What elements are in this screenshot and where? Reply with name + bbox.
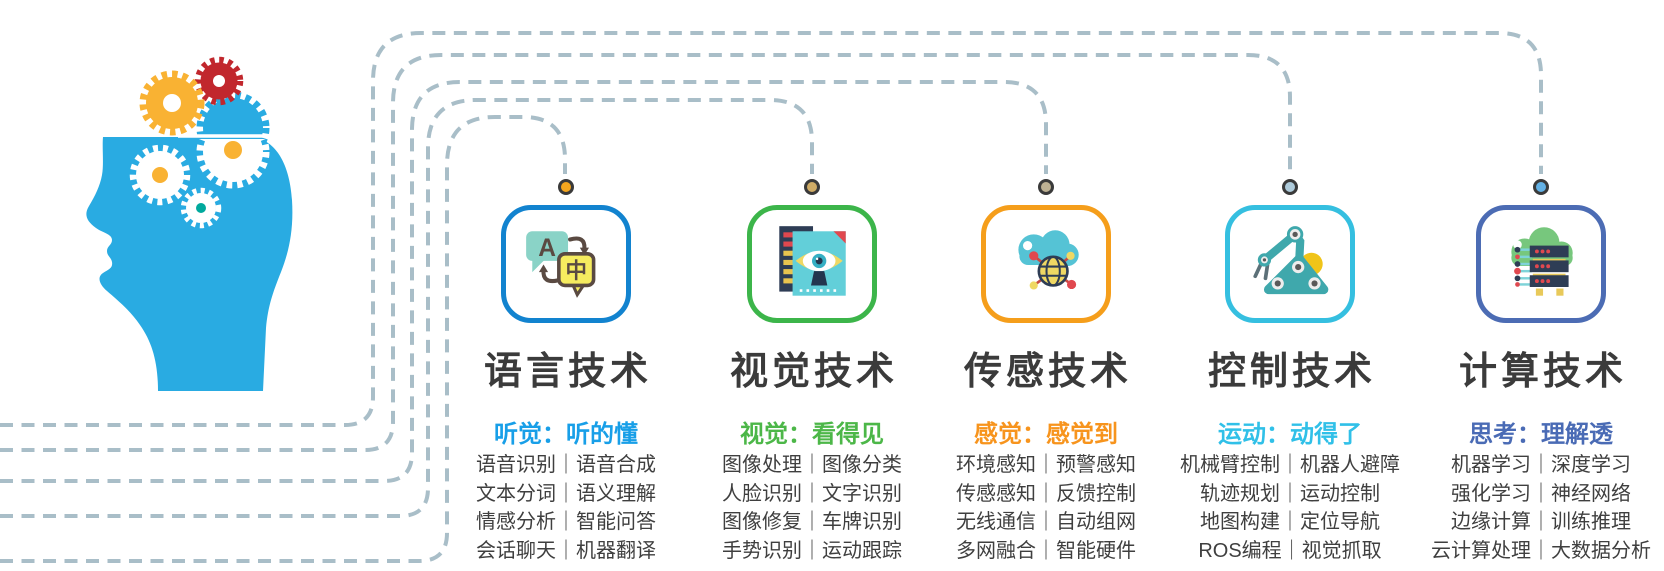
column-title: 控制技术 — [1207, 351, 1376, 393]
gear-icon — [196, 139, 270, 189]
connector-dot — [1038, 179, 1054, 195]
item-row: 边缘计算｜训练推理 — [1451, 511, 1631, 533]
item-row: 轨迹规划｜运动控制 — [1200, 482, 1380, 505]
column-title: 视觉技术 — [729, 351, 898, 393]
item-row: 人脸识别｜文字识别 — [722, 482, 902, 505]
column-items: 机器学习｜深度学习 强化学习｜神经网络 边缘计算｜训练推理 云计算处理｜大数据分… — [1421, 451, 1661, 565]
vision-icon — [779, 226, 846, 296]
cloud-server-icon — [1511, 227, 1573, 296]
column-language: A 中 语言技术 听觉：听的懂 语音识别｜语音合成 文本分词｜语义理解 情感分析… — [446, 0, 686, 571]
connector-dot — [558, 179, 574, 195]
item-row: 图像修复｜车牌识别 — [722, 511, 902, 533]
item-row: 强化学习｜神经网络 — [1451, 482, 1631, 505]
svg-text:中: 中 — [565, 259, 586, 283]
column-subtitle: 视觉：看得见 — [740, 421, 884, 448]
item-row: 情感分析｜智能问答 — [476, 511, 656, 533]
column-items: 机械臂控制｜机器人避障 轨迹规划｜运动控制 地图构建｜定位导航 ROS编程｜视觉… — [1170, 451, 1410, 565]
column-items: 环境感知｜预警感知 传感感知｜反馈控制 无线通信｜自动组网 多网融合｜智能硬件 — [926, 451, 1166, 565]
item-row: 地图构建｜定位导航 — [1200, 511, 1380, 533]
item-row: 传感感知｜反馈控制 — [956, 482, 1136, 505]
column-title: 语言技术 — [483, 351, 652, 393]
icon-box-control — [1225, 205, 1355, 323]
gear-icon — [180, 187, 222, 229]
item-row: 云计算处理｜大数据分析 — [1431, 539, 1651, 562]
column-items: 语音识别｜语音合成 文本分词｜语义理解 情感分析｜智能问答 会话聊天｜机器翻译 — [446, 451, 686, 565]
item-row: 手势识别｜运动跟踪 — [722, 539, 902, 562]
item-row: 会话聊天｜机器翻译 — [476, 539, 656, 562]
column-items: 图像处理｜图像分类 人脸识别｜文字识别 图像修复｜车牌识别 手势识别｜运动跟踪 — [692, 451, 932, 565]
column-subtitle: 听觉：听的懂 — [494, 421, 638, 448]
icon-box-sensing — [981, 205, 1111, 323]
gear-icon — [129, 144, 191, 206]
column-computing: 计算技术 思考：理解透 机器学习｜深度学习 强化学习｜神经网络 边缘计算｜训练推… — [1421, 0, 1661, 571]
connector-dot — [1282, 179, 1298, 195]
gear-icon — [139, 70, 205, 136]
item-row: 语音识别｜语音合成 — [476, 454, 656, 476]
svg-text:A: A — [538, 235, 556, 262]
connector-dot — [1533, 179, 1549, 195]
column-title: 计算技术 — [1458, 351, 1627, 393]
column-vision: 视觉技术 视觉：看得见 图像处理｜图像分类 人脸识别｜文字识别 图像修复｜车牌识… — [692, 0, 932, 571]
item-row: 多网融合｜智能硬件 — [956, 539, 1136, 562]
cloud-network-icon — [1018, 230, 1079, 290]
translate-icon: A 中 — [526, 231, 596, 298]
item-row: 机械臂控制｜机器人避障 — [1180, 454, 1400, 476]
column-sensing: 传感技术 感觉：感觉到 环境感知｜预警感知 传感感知｜反馈控制 无线通信｜自动组… — [926, 0, 1166, 571]
item-row: 图像处理｜图像分类 — [722, 454, 902, 476]
column-title: 传感技术 — [963, 351, 1132, 393]
gear-icon — [194, 56, 244, 106]
item-row: ROS编程｜视觉抓取 — [1198, 539, 1382, 562]
icon-box-computing — [1476, 205, 1606, 323]
icon-box-language: A 中 — [501, 205, 631, 323]
item-row: 机器学习｜深度学习 — [1451, 454, 1631, 476]
column-subtitle: 运动：动得了 — [1218, 421, 1362, 448]
head-silhouette — [86, 137, 293, 391]
item-row: 无线通信｜自动组网 — [956, 511, 1136, 533]
column-control: 控制技术 运动：动得了 机械臂控制｜机器人避障 轨迹规划｜运动控制 地图构建｜定… — [1170, 0, 1410, 571]
icon-box-vision — [747, 205, 877, 323]
item-row: 文本分词｜语义理解 — [476, 482, 656, 505]
connector-dot — [804, 179, 820, 195]
column-subtitle: 感觉：感觉到 — [974, 421, 1118, 448]
item-row: 环境感知｜预警感知 — [956, 454, 1136, 476]
robot-arm-icon — [1253, 226, 1329, 295]
column-subtitle: 思考：理解透 — [1469, 421, 1613, 448]
head-with-gears-illustration — [86, 56, 293, 391]
